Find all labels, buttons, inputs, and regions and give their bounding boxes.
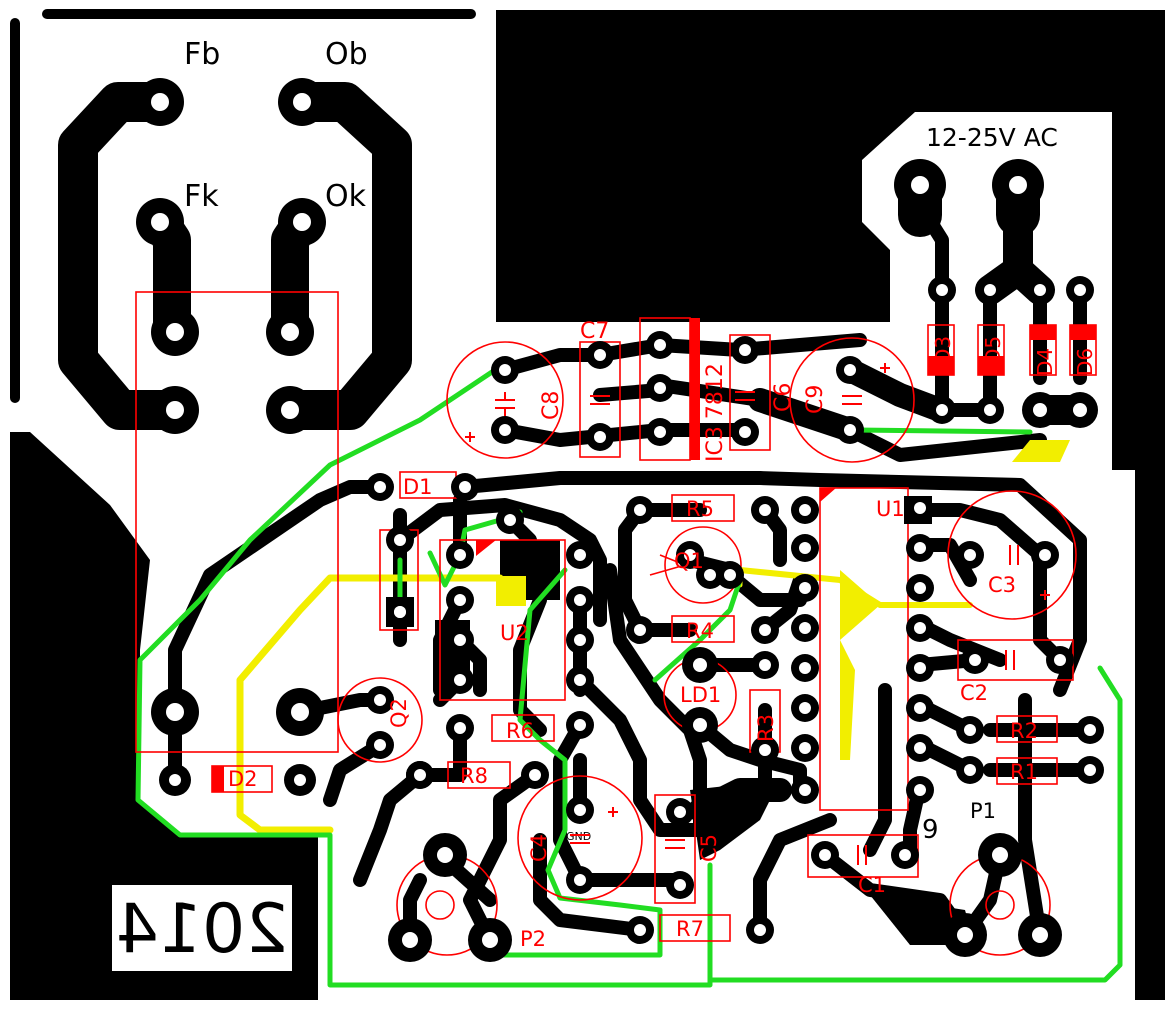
connector-labels: Fb Ob Fk Ok 12-25V AC 9 GND [184, 37, 1058, 845]
label-r6: R6 [506, 719, 534, 743]
capacitor-symbols [465, 363, 1050, 865]
label-d1: D1 [403, 475, 433, 499]
label-c3: C3 [988, 573, 1016, 597]
label-q1: Q1 [674, 549, 704, 573]
label-ok: Ok [325, 179, 367, 214]
label-p1: P1 [970, 799, 996, 823]
label-q2: Q2 [387, 698, 411, 728]
silkscreen-fills [212, 318, 1096, 792]
yellow-pad-u2 [496, 576, 526, 606]
label-c6: C6 [771, 383, 796, 412]
yellow-fill-small [1012, 440, 1070, 462]
label-u1: U1 [876, 497, 905, 521]
label-pin-nine: 9 [922, 815, 939, 845]
label-ld1: LD1 [680, 683, 721, 707]
label-r2: R2 [1010, 719, 1038, 743]
label-d2: D2 [228, 767, 258, 791]
label-fb: Fb [184, 37, 220, 72]
label-r5: R5 [686, 497, 714, 521]
label-d6: D6 [1073, 348, 1097, 376]
label-power-input: 12-25V AC [926, 123, 1058, 152]
year-label-window [112, 885, 292, 971]
year-text: 2014 [115, 890, 288, 969]
label-c8: C8 [539, 391, 564, 420]
label-d4: D4 [1033, 348, 1057, 376]
label-p2: P2 [520, 927, 546, 951]
ground-pour [10, 9, 1165, 1000]
label-ic3: IC3 7812 [703, 363, 728, 462]
yellow-fill-triangle [840, 570, 880, 760]
label-r7: R7 [676, 917, 704, 941]
label-c9: C9 [803, 385, 828, 414]
label-c5: C5 [697, 834, 721, 862]
label-u2: U2 [500, 621, 529, 645]
label-ob: Ob [325, 37, 368, 72]
silkscreen [135, 291, 1097, 956]
label-r1: R1 [1010, 760, 1038, 784]
label-r8: R8 [460, 764, 488, 788]
label-c7: C7 [580, 319, 609, 344]
label-r3: R3 [754, 714, 778, 742]
label-d3: D3 [931, 336, 955, 364]
component-labels: C7 C8 IC3 7812 C6 C9 D3 D5 D4 D6 D1 R5 U… [228, 319, 1097, 951]
label-c1: C1 [858, 873, 886, 897]
top-left-traces [58, 82, 412, 430]
label-d5: D5 [981, 336, 1005, 364]
label-gnd: GND [566, 830, 591, 843]
label-fk: Fk [184, 179, 219, 214]
pads [136, 78, 1104, 962]
label-c4: C4 [527, 834, 551, 862]
label-c2: C2 [960, 681, 988, 705]
label-r4: R4 [686, 619, 714, 643]
